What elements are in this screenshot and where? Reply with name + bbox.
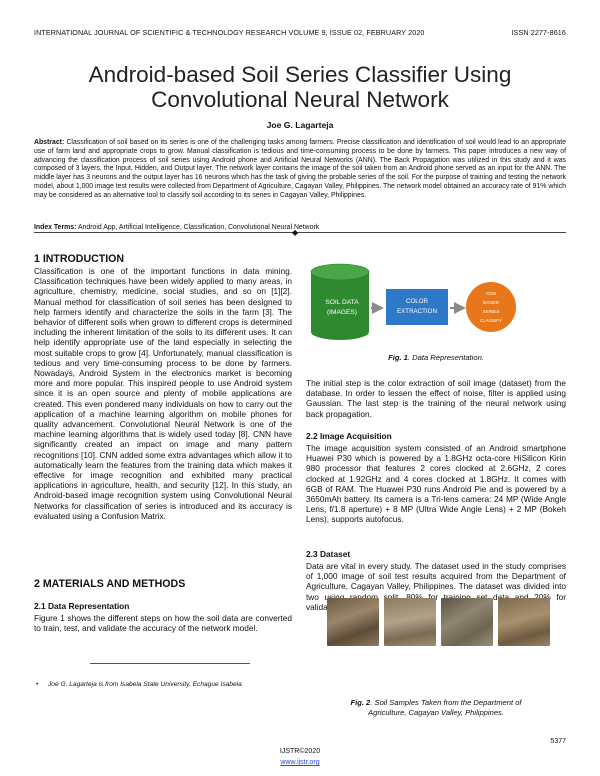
- fig2-caption-label: Fig. 2: [350, 698, 371, 707]
- fig2-caption-line-1: . Soil Samples Taken from the Department…: [370, 698, 522, 707]
- section-1-text: Classification is one of the important f…: [34, 266, 292, 521]
- abstract-text: Classification of soil based on its seri…: [34, 139, 566, 199]
- figure-1-description: The initial step is the color extraction…: [306, 378, 566, 419]
- circle-label-line-1: CNN: [486, 291, 496, 296]
- section-2-1-heading: 2.1 Data Representation: [34, 601, 130, 611]
- title-line-1: Android-based Soil Series Classifier Usi…: [88, 62, 512, 87]
- box-label: COLOR EXTRACTION: [386, 297, 448, 317]
- circle-label-line-2: BASED: [483, 300, 499, 305]
- abstract-label: Abstract:: [34, 139, 65, 146]
- index-terms-text: Android App, Artificial Intelligence, Cl…: [77, 224, 320, 231]
- section-1-heading: 1 INTRODUCTION: [34, 253, 125, 265]
- db-label-line-1: SOIL DATA: [325, 299, 359, 306]
- footnote-rule: [90, 663, 250, 664]
- box-label-line-1: COLOR: [405, 298, 428, 305]
- fig1-caption-text: . Data Representation.: [407, 353, 484, 362]
- soil-sample-image-4: [498, 598, 550, 646]
- soil-sample-image-3: [441, 598, 493, 646]
- data-flow-diagram: [310, 263, 516, 340]
- divider-diamond-icon: ◆: [292, 228, 299, 237]
- cnn-classifier-circle: [466, 282, 516, 332]
- issn-label: ISSN 2277-8616: [511, 28, 566, 37]
- circle-label-line-4: CLASSIFY: [479, 318, 503, 323]
- figure-1-caption: Fig. 1. Data Representation.: [306, 353, 566, 362]
- section-2-2-text: The image acquisition system consisted o…: [306, 443, 566, 525]
- db-label-line-2: (IMAGES): [326, 309, 358, 316]
- journal-header: INTERNATIONAL JOURNAL OF SCIENTIFIC & TE…: [34, 28, 425, 37]
- footnote-bullet: •: [36, 681, 39, 688]
- index-terms: Index Terms: Android App, Artificial Int…: [34, 224, 566, 231]
- page-number: 5377: [550, 738, 566, 745]
- circle-label: CNN BASED SERIES CLASSIFY: [466, 289, 516, 325]
- paper-title: Android-based Soil Series Classifier Usi…: [40, 62, 560, 112]
- soil-sample-image-2: [384, 598, 436, 646]
- soil-sample-image-1: [327, 598, 379, 646]
- section-2-1-text: Figure 1 shows the different steps on ho…: [34, 613, 292, 634]
- fig2-caption-line-2: Agriculture, Cagayan Valley, Philippines…: [368, 707, 504, 717]
- circle-label-line-3: SERIES: [482, 309, 500, 314]
- section-2-2-heading: 2.2 Image Acquisition: [306, 431, 392, 441]
- footer-copyright: IJSTR©2020: [279, 748, 321, 755]
- figure-1: SOIL DATA (IMAGES) COLOR EXTRACTION CNN …: [308, 262, 566, 346]
- section-2-3-heading: 2.3 Dataset: [306, 549, 351, 559]
- abstract: Abstract: Classification of soil based o…: [34, 139, 566, 201]
- title-line-2: Convolutional Neural Network: [151, 87, 449, 112]
- figure-2-caption: Fig. 2. Soil Samples Taken from the Depa…: [306, 698, 566, 717]
- section-2-heading: 2 MATERIALS AND METHODS: [34, 578, 186, 590]
- box-label-line-2: EXTRACTION: [397, 308, 437, 315]
- author-name: Joe G. Lagarteja: [266, 120, 334, 130]
- footer-link[interactable]: www.ijstr.org: [280, 759, 320, 766]
- index-terms-label: Index Terms:: [34, 224, 77, 231]
- soil-data-database-icon: [310, 263, 370, 340]
- footnote-text: Joe G. Lagarteja is from Isabela State U…: [48, 681, 242, 688]
- color-extraction-box: [386, 289, 448, 325]
- fig1-caption-label: Fig. 1: [388, 353, 408, 362]
- db-label: SOIL DATA (IMAGES): [318, 298, 366, 318]
- section-divider: [34, 232, 566, 233]
